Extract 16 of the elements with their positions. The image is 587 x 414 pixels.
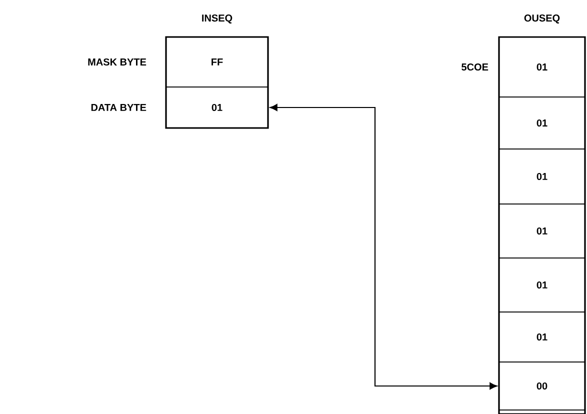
arrow (270, 104, 498, 390)
table-cell: FF (166, 36, 268, 88)
table-cell: 00 (498, 362, 586, 410)
table-cell: 01 (166, 86, 268, 128)
table-cell: 01 (498, 96, 586, 150)
table-cell: 01 (498, 204, 586, 258)
node-label: OUSEQ (524, 14, 560, 24)
node-label: INSEQ (202, 14, 232, 24)
table-cell: 01 (498, 312, 586, 362)
table-cell (498, 410, 586, 414)
table-cell: 01 (498, 36, 586, 98)
row-label: DATA BYTE (91, 104, 146, 111)
row-label: MASK BYTE (88, 58, 146, 66)
row-label: 5COE (462, 63, 488, 71)
table-cell: 01 (498, 258, 586, 312)
table-cell: 01 (498, 148, 586, 204)
